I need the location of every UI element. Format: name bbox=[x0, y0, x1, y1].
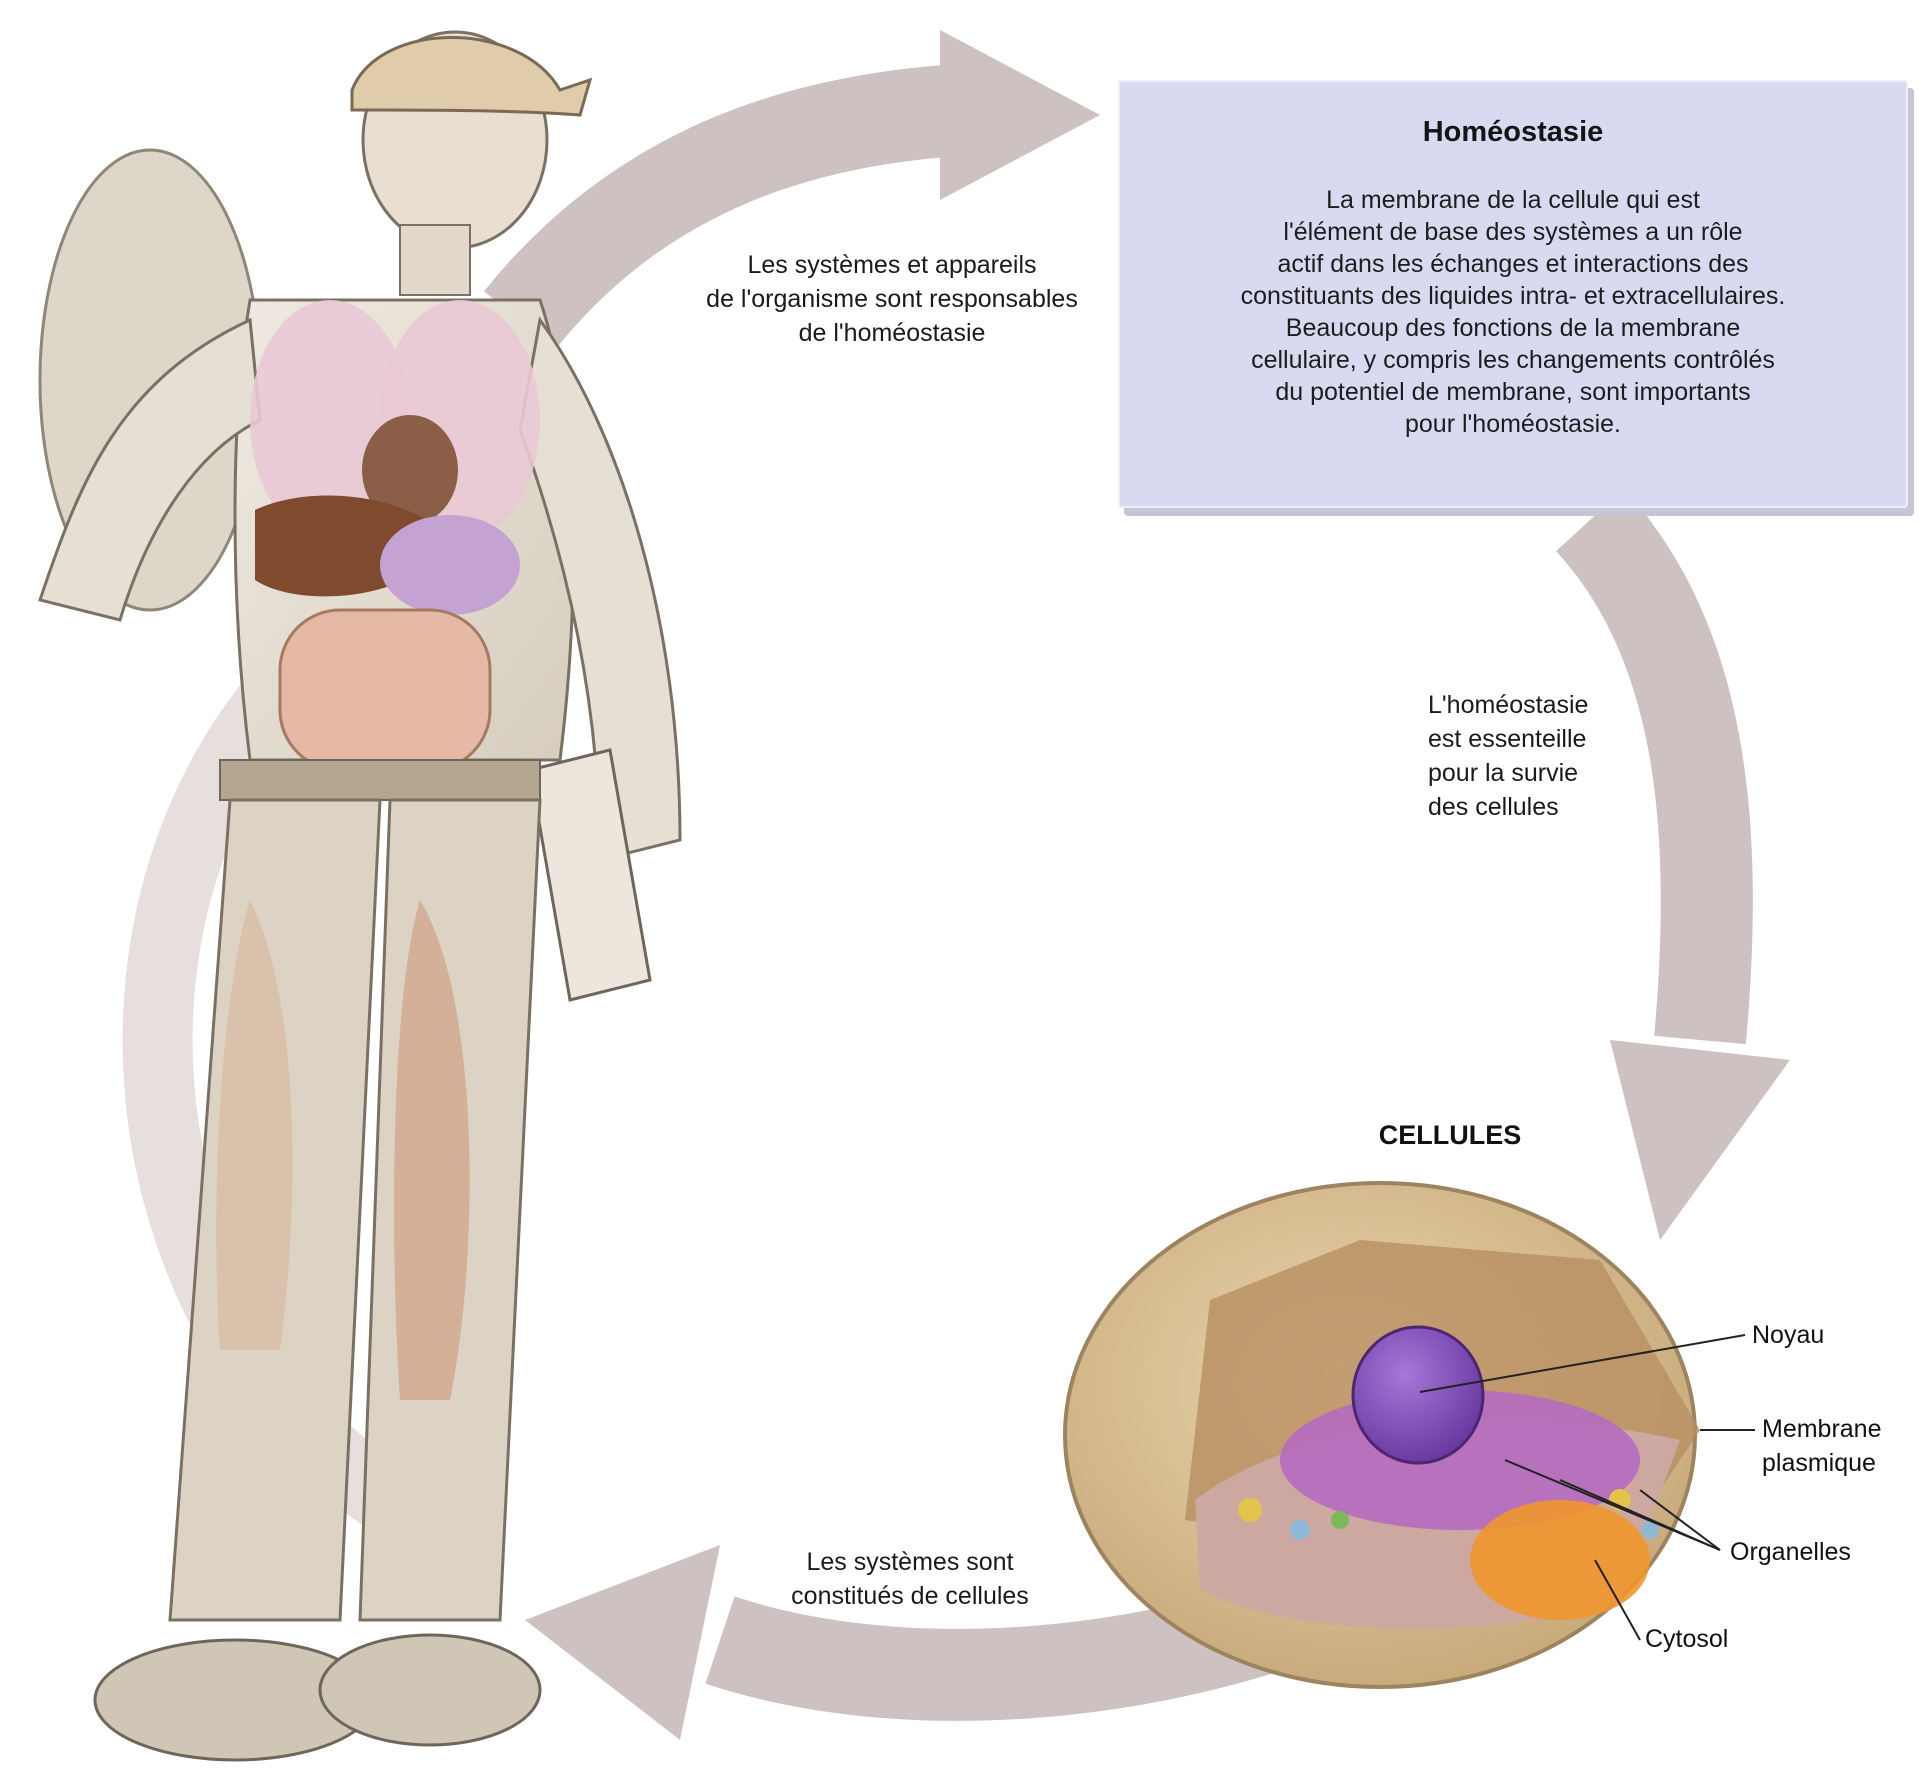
cell-cutaway-icon bbox=[1065, 1183, 1700, 1687]
body-line: La membrane de la cellule qui est bbox=[1128, 184, 1898, 216]
label-line: L'homéostasie bbox=[1428, 688, 1588, 722]
label-systems-responsible: Les systèmes et appareils de l'organisme… bbox=[672, 248, 1112, 350]
body-line: pour l'homéostasie. bbox=[1128, 408, 1898, 440]
label-line: de l'organisme sont responsables bbox=[672, 282, 1112, 316]
callout-organelles: Organelles bbox=[1730, 1535, 1851, 1569]
cells-title: CELLULES bbox=[1290, 1120, 1610, 1151]
homeostasis-title: Homéostasie bbox=[1118, 116, 1908, 149]
label-line: Les systèmes sont bbox=[760, 1545, 1060, 1579]
body-line: actif dans les échanges et interactions … bbox=[1128, 248, 1898, 280]
body-line: cellulaire, y compris les changements co… bbox=[1128, 344, 1898, 376]
label-line: pour la survie bbox=[1428, 756, 1588, 790]
body-line: du potentiel de membrane, sont important… bbox=[1128, 376, 1898, 408]
label-line: est essenteille bbox=[1428, 722, 1588, 756]
label-line: des cellules bbox=[1428, 790, 1588, 824]
callout-cytosol: Cytosol bbox=[1645, 1622, 1728, 1656]
label-survival: L'homéostasie est essenteille pour la su… bbox=[1428, 688, 1588, 824]
arrow-right-icon bbox=[1590, 520, 1790, 1240]
body-line: constituants des liquides intra- et extr… bbox=[1128, 280, 1898, 312]
label-systems-made-of-cells: Les systèmes sont constitués de cellules bbox=[760, 1545, 1060, 1613]
body-line: Beaucoup des fonctions de la membrane bbox=[1128, 312, 1898, 344]
body-line: l'élément de base des systèmes a un rôle bbox=[1128, 216, 1898, 248]
homeostasis-body: La membrane de la cellule qui est l'élém… bbox=[1128, 184, 1898, 440]
callout-membrane: Membrane plasmique bbox=[1762, 1412, 1882, 1480]
homeostasis-box: Homéostasie La membrane de la cellule qu… bbox=[1118, 80, 1908, 508]
callout-nucleus: Noyau bbox=[1752, 1318, 1824, 1352]
label-line: Les systèmes et appareils bbox=[672, 248, 1112, 282]
label-line: constitués de cellules bbox=[760, 1579, 1060, 1613]
label-line: de l'homéostasie bbox=[672, 316, 1112, 350]
callout-line: Membrane bbox=[1762, 1412, 1882, 1446]
callout-line: plasmique bbox=[1762, 1446, 1882, 1480]
